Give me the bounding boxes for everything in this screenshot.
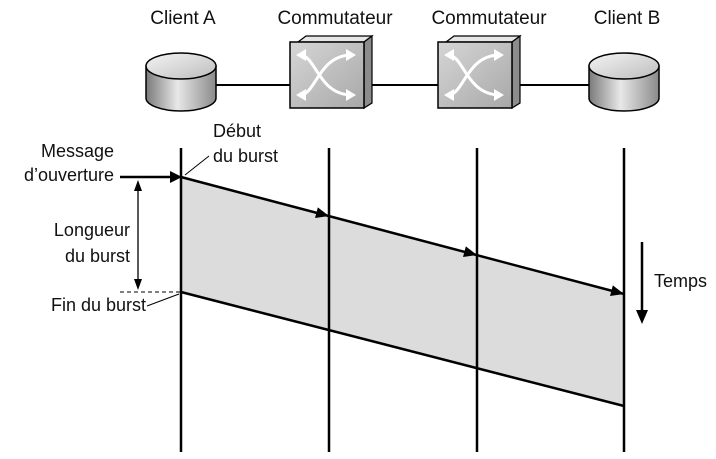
opening-message-arrowhead [170, 171, 182, 183]
opening-message-label-1: Message [41, 141, 114, 161]
burst-start-label-1: Début [213, 121, 261, 141]
switch-1-icon [289, 34, 374, 110]
burst-length-arrowhead-bottom [134, 279, 142, 290]
switch-2-label: Commutateur [431, 8, 547, 29]
burst-length-arrowhead-top [134, 180, 142, 191]
burst-start-label-2: du burst [213, 146, 278, 166]
switch-2-icon [437, 34, 522, 110]
burst-end-edge [180, 290, 625, 408]
burst-end-leader [146, 293, 180, 307]
burst-length-label-1: Longueur [54, 220, 130, 240]
burst-length-label-2: du burst [65, 246, 130, 266]
time-arrowhead [636, 310, 648, 324]
propagation-arrow-1 [315, 207, 329, 218]
client-b-label: Client B [594, 8, 661, 29]
burst-end-label: Fin du burst [51, 295, 146, 315]
client-a-label: Client A [150, 8, 216, 29]
burst-start-leader [184, 155, 210, 176]
propagation-arrow-3 [610, 285, 624, 296]
burst-region [181, 177, 624, 406]
client-b-icon [588, 52, 660, 112]
switch-1-label: Commutateur [277, 8, 393, 29]
time-label: Temps [654, 271, 707, 291]
opening-message-label-2: d’ouverture [24, 165, 114, 185]
burst-start-edge [180, 175, 625, 296]
client-a-icon [145, 52, 217, 112]
propagation-arrow-2 [463, 246, 477, 257]
